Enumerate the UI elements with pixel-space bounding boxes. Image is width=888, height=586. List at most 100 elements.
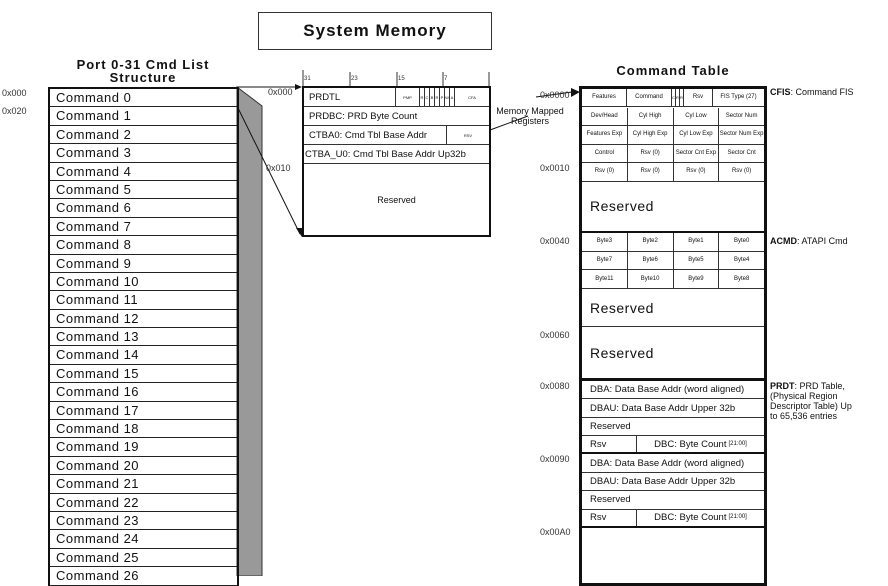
cfis-field: R	[676, 89, 680, 106]
addr-label: 0x0040	[540, 236, 570, 246]
prdtl-row: PRDTL PMP R C B R P W A CFA	[304, 88, 489, 107]
bit-ticks	[302, 70, 490, 87]
prd-reserved: Reserved	[582, 418, 764, 437]
command-header: PRDTL PMP R C B R P W A CFA PRDBC: PRD B…	[302, 86, 491, 237]
prd-dbc: DBC: Byte Count[21:00]	[637, 436, 764, 452]
flag-field: P	[440, 88, 445, 106]
prd-reserved: Reserved	[582, 491, 764, 510]
reserved-block: Reserved	[582, 327, 764, 381]
command-row: Command 15	[50, 365, 237, 384]
cfis-field: Features	[582, 89, 627, 106]
addr-label: 0x00A0	[540, 527, 571, 537]
label-bold: PRDT	[770, 381, 795, 391]
flag-field: B	[430, 88, 435, 106]
command-row: Command 1	[50, 107, 237, 126]
addr-label: 0x0080	[540, 381, 570, 391]
dbc-bits: [21:00]	[728, 440, 747, 447]
dbc-bits: [21:00]	[728, 514, 747, 521]
cfis-row: Features Command C R R Rsv FIS Type (27)	[582, 89, 764, 107]
cfis-field: Rsv (0)	[731, 168, 752, 175]
prd-rsv: Rsv	[582, 436, 637, 453]
command-row: Command 21	[50, 475, 237, 494]
command-row: Command 2	[50, 126, 237, 145]
command-row: Command 8	[50, 236, 237, 255]
command-row: Command 6	[50, 199, 237, 218]
command-row: Command 24	[50, 530, 237, 549]
cfis-field: Cyl Low Exp	[674, 126, 720, 144]
mmr-arrow-line	[535, 91, 573, 98]
ctba0-row: CTBA0: Cmd Tbl Base Addr RSV	[304, 126, 489, 145]
flag-field: W	[445, 88, 450, 106]
prd-dbau: DBAU: Data Base Addr Upper 32b	[582, 473, 764, 492]
cfis-field: Cyl Low	[674, 107, 720, 125]
flag-field: R	[420, 88, 425, 106]
command-row: Command 26	[50, 567, 237, 586]
cfis-field: Rsv (0)	[674, 163, 720, 181]
cmd-table-title: Command Table	[616, 63, 730, 78]
acmd-byte: Byte8	[733, 275, 750, 282]
acmd-byte: Byte3	[582, 233, 628, 251]
dbc-label: DBC: Byte Count	[654, 512, 727, 524]
command-row: Command 18	[50, 420, 237, 439]
prdbc-row: PRDBC: PRD Byte Count	[304, 107, 489, 126]
command-row: Command 25	[50, 549, 237, 568]
system-memory-title: System Memory	[258, 12, 492, 50]
addr-label: 0x0000	[540, 90, 570, 100]
cfis-field: Cyl High Exp	[628, 126, 674, 144]
pmp-field: PMP	[396, 88, 420, 106]
prd-rsv: Rsv	[582, 509, 637, 526]
cfis-field: Sector Num Exp	[719, 131, 764, 138]
addr-label: 0x0010	[540, 163, 570, 173]
flag-field: C	[425, 88, 430, 106]
acmd-byte: Byte4	[733, 257, 750, 264]
command-row: Command 10	[50, 273, 237, 292]
command-row: Command 9	[50, 255, 237, 273]
acmd-byte: Byte11	[582, 270, 628, 289]
label-bold: ACMD	[770, 236, 797, 246]
label-bold: CFIS	[770, 87, 791, 97]
acmd-byte: Byte7	[582, 251, 628, 270]
prd-dba: DBA: Data Base Addr (word aligned)	[582, 381, 764, 400]
label-text: : PRD Table, (Physical Region Descriptor…	[770, 381, 852, 421]
prdt-label: PRDT: PRD Table, (Physical Region Descri…	[770, 381, 860, 421]
prd-dbau: DBAU: Data Base Addr Upper 32b	[582, 399, 764, 418]
prd-dbc: DBC: Byte Count[21:00]	[637, 510, 764, 526]
mmr-pointer	[489, 115, 529, 131]
prdtl-field: PRDTL	[304, 88, 396, 106]
arrowhead	[295, 84, 302, 90]
arrow-to-header-bottom	[236, 105, 301, 235]
command-row: Command 14	[50, 346, 237, 365]
cfis-field: FIS Type (27)	[720, 94, 757, 100]
addr-label: 0x020	[2, 106, 27, 116]
acmd-byte: Byte1	[674, 233, 720, 251]
command-row: Command 0	[50, 89, 237, 108]
command-row: Command 4	[50, 163, 237, 181]
cfa-field: CFA	[468, 94, 476, 100]
acmd-byte: Byte6	[628, 251, 674, 270]
command-table: Features Command C R R Rsv FIS Type (27)…	[579, 86, 767, 586]
command-row: Command 5	[50, 181, 237, 200]
bit-label: 23	[351, 76, 358, 82]
ctba0-field: CTBA0: Cmd Tbl Base Addr	[304, 126, 447, 144]
flag-field: R	[435, 88, 440, 106]
command-row: Command 11	[50, 291, 237, 310]
bit-label: 31	[304, 76, 311, 82]
label-text: : ATAPI Cmd	[797, 236, 848, 246]
shadow-panel	[236, 85, 263, 576]
bit-label: 7	[444, 76, 448, 82]
cfis-reserved: Reserved	[582, 181, 764, 233]
cfis-field: R	[680, 89, 684, 106]
command-row: Command 19	[50, 438, 237, 457]
flag-field: A	[450, 88, 455, 106]
cfis-field: Rsv	[684, 89, 713, 106]
mmr-label: Memory Mapped Registers	[496, 106, 564, 126]
arrow-to-command-table	[571, 88, 580, 97]
cfis-field: Dev/Head	[582, 107, 628, 125]
command-row: Command 7	[50, 218, 237, 237]
cfis-field: Sector Cnt Exp	[674, 144, 720, 162]
